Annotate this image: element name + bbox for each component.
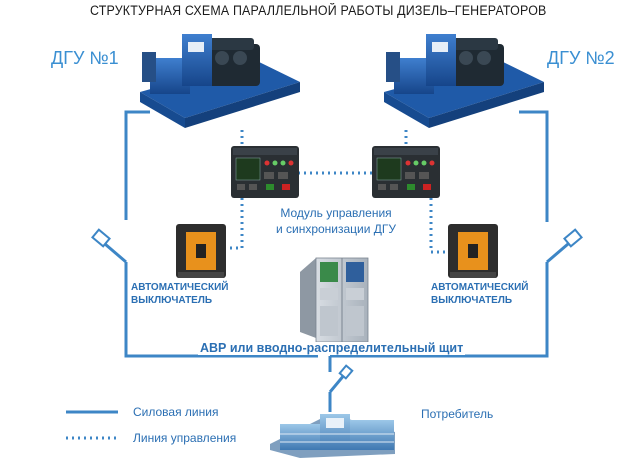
- switch-consumer-icon: [328, 364, 354, 393]
- switchboard-icon: [300, 257, 369, 343]
- breaker-left-label-line2: ВЫКЛЮЧАТЕЛЬ: [131, 295, 213, 306]
- breaker-right-icon: [448, 224, 498, 278]
- power-line-right-lower: [330, 262, 549, 358]
- breaker-right-label-line2: ВЫКЛЮЧАТЕЛЬ: [431, 295, 513, 306]
- power-line-left-lower: [124, 262, 318, 358]
- generator-1-label: ДГУ №1: [51, 48, 119, 68]
- controller-2-icon: [372, 146, 440, 198]
- switch-left-icon: [91, 228, 127, 264]
- controller-label-line2: и синхронизации ДГУ: [275, 222, 397, 236]
- generator-2-label: ДГУ №2: [547, 48, 615, 68]
- power-line-left: [124, 110, 150, 220]
- power-line-right: [519, 110, 549, 222]
- legend-power-line-label: Силовая линия: [133, 405, 219, 419]
- generator-2-icon: [384, 34, 544, 128]
- consumer-building-icon: [270, 414, 395, 458]
- switchboard-label: АВР или вводно-распределительный щит: [198, 341, 466, 355]
- breaker-left-label: АВТОМАТИЧЕСКИЙ ВЫКЛЮЧАТЕЛЬ: [131, 281, 228, 307]
- control-line-breaker-left: [226, 198, 244, 250]
- breaker-left-label-line1: АВТОМАТИЧЕСКИЙ: [131, 282, 229, 293]
- consumer-label: Потребитель: [421, 407, 494, 421]
- legend-control-line-label: Линия управления: [133, 431, 237, 445]
- diagram-title: СТРУКТУРНАЯ СХЕМА ПАРАЛЛЕЛЬНОЙ РАБОТЫ ДИ…: [90, 3, 547, 18]
- control-line-breaker-right: [429, 198, 450, 254]
- controller-label-line1: Модуль управления: [280, 206, 392, 220]
- legend: [66, 410, 118, 440]
- control-lines: [226, 130, 450, 254]
- breaker-right-label: АВТОМАТИЧЕСКИЙ ВЫКЛЮЧАТЕЛЬ: [431, 281, 528, 307]
- breaker-left-icon: [176, 224, 226, 278]
- power-lines: [124, 110, 549, 412]
- generator-1-icon: [140, 34, 300, 128]
- controller-1-icon: [231, 146, 299, 198]
- switch-right-icon: [546, 228, 583, 264]
- breaker-right-label-line1: АВТОМАТИЧЕСКИЙ: [431, 282, 529, 293]
- controller-label: Модуль управления и синхронизации ДГУ: [236, 205, 436, 237]
